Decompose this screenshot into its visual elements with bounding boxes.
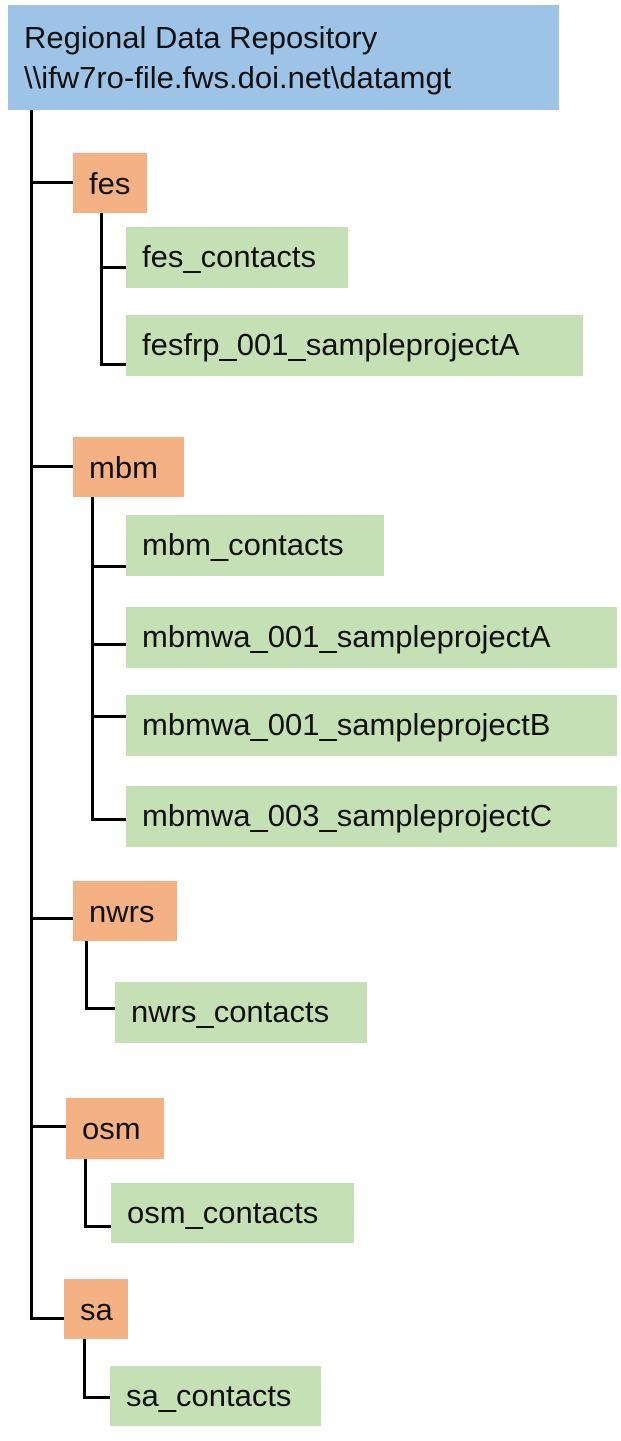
branch-mbm	[30, 465, 73, 468]
branch-fes	[30, 181, 73, 184]
subfolder-fesfrp-001-sampleproject-a: fesfrp_001_sampleprojectA	[126, 315, 583, 376]
branch-nwrs	[30, 917, 73, 920]
root-path: \\ifw7ro-file.fws.doi.net\datamgt	[24, 60, 452, 95]
folder-sa: sa	[64, 1279, 128, 1339]
fes-branch-project-a	[100, 363, 126, 366]
nwrs-trunk-line	[85, 941, 88, 1010]
root-title: Regional Data Repository	[24, 20, 378, 55]
mbm-trunk-line	[91, 497, 94, 821]
root-repository-box: Regional Data Repository \\ifw7ro-file.f…	[8, 5, 559, 110]
osm-branch-contacts	[84, 1225, 111, 1228]
osm-trunk-line	[84, 1159, 87, 1228]
mbm-branch-contacts	[91, 565, 126, 568]
subfolder-osm-contacts: osm_contacts	[111, 1183, 354, 1243]
folder-nwrs: nwrs	[73, 881, 177, 941]
mbm-branch-project-b	[91, 715, 126, 718]
folder-fes: fes	[73, 153, 147, 213]
fes-branch-contacts	[100, 266, 126, 269]
nwrs-branch-contacts	[85, 1007, 115, 1010]
sa-trunk-line	[83, 1339, 86, 1399]
subfolder-nwrs-contacts: nwrs_contacts	[115, 982, 367, 1043]
subfolder-fes-contacts: fes_contacts	[126, 227, 348, 288]
subfolder-sa-contacts: sa_contacts	[110, 1366, 321, 1426]
subfolder-mbmwa-003-sampleproject-c: mbmwa_003_sampleprojectC	[126, 786, 617, 847]
subfolder-mbmwa-001-sampleproject-b: mbmwa_001_sampleprojectB	[126, 695, 617, 756]
subfolder-mbm-contacts: mbm_contacts	[126, 515, 384, 576]
folder-mbm: mbm	[73, 437, 184, 497]
branch-sa	[30, 1317, 64, 1320]
fes-trunk-line	[100, 213, 103, 366]
root-trunk-line	[30, 110, 33, 1320]
subfolder-mbmwa-001-sampleproject-a: mbmwa_001_sampleprojectA	[126, 607, 617, 668]
mbm-branch-project-a	[91, 643, 126, 646]
folder-osm: osm	[66, 1098, 164, 1159]
branch-osm	[30, 1125, 66, 1128]
sa-branch-contacts	[83, 1396, 110, 1399]
mbm-branch-project-c	[91, 818, 126, 821]
